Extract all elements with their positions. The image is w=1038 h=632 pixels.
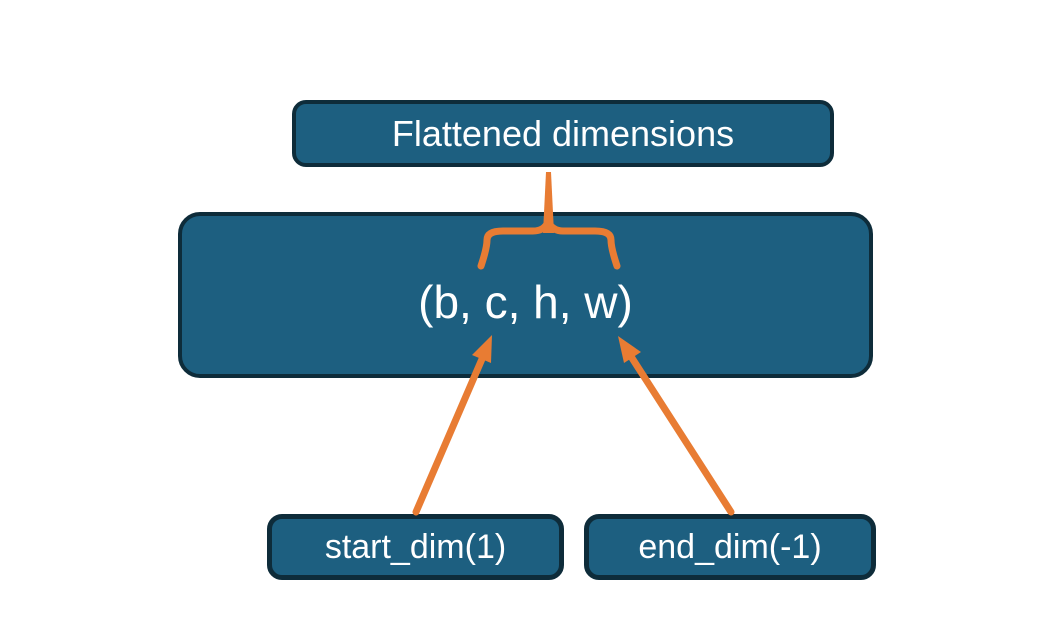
end-dim-label: end_dim(-1) [638,527,822,566]
start-dim-label: start_dim(1) [324,527,507,566]
tensor-shape-label: (b, c, h, w) [418,276,633,328]
end-dim-box: end_dim(-1) [584,514,876,580]
tensor-shape-box: (b, c, h, w) [178,212,873,378]
start-dim-box: start_dim(1) [267,514,564,580]
flattened-dimensions-box: Flattened dimensions [292,100,834,167]
flattened-dimensions-label: Flattened dimensions [391,112,735,154]
